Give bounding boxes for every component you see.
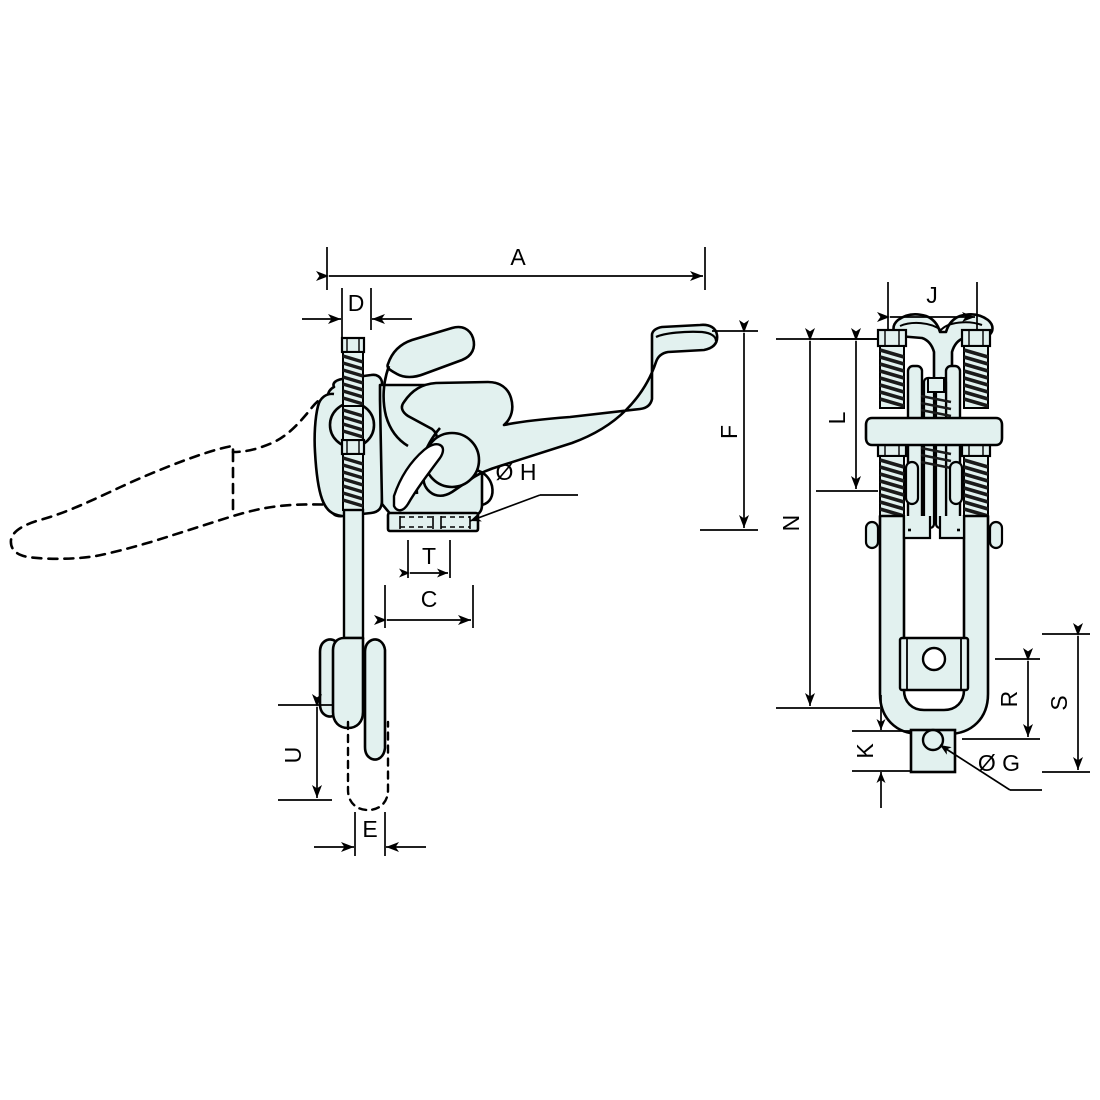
dimension-D: D — [302, 288, 412, 340]
dimension-label-C: C — [421, 586, 438, 612]
dimension-E: E — [314, 812, 426, 856]
dimension-U: U — [278, 694, 332, 801]
dimension-G: Ø G — [939, 744, 1042, 791]
dimension-H: Ø H — [469, 459, 578, 522]
dimension-label-N: N — [778, 515, 804, 532]
side-left-threaded-leg — [876, 328, 908, 519]
right-leg-top-nut — [960, 328, 992, 348]
latch-plate-hole — [921, 646, 947, 672]
spindle-thread-upper — [342, 351, 364, 407]
pivot-boss-right — [948, 460, 964, 506]
side-latch-plate — [898, 636, 970, 692]
dimension-C: C — [374, 585, 474, 628]
left-leg-top-nut — [876, 328, 908, 348]
dimension-F: F — [700, 320, 758, 531]
spindle-lock-nut — [340, 438, 366, 456]
dimension-label-T: T — [422, 543, 436, 569]
right-leg-thread-upper — [963, 348, 989, 408]
dimension-label-K: K — [852, 743, 878, 759]
pivot-boss-left — [904, 460, 920, 506]
spindle-thread-mid — [342, 405, 364, 441]
hook-u-bolt — [318, 636, 390, 812]
side-cross-bar — [864, 416, 1004, 447]
dimension-J: J — [877, 282, 978, 330]
dimension-S: S — [1042, 623, 1090, 773]
dimension-label-E: E — [362, 816, 377, 842]
spindle-top-nut — [340, 336, 366, 354]
side-u-yoke — [864, 514, 1004, 736]
yoke-tab-right — [988, 520, 1004, 550]
side-view: J L N K R — [776, 282, 1090, 808]
dimension-label-R: R — [996, 691, 1022, 708]
spindle-thread-lower — [342, 453, 364, 511]
dimension-label-J: J — [926, 282, 938, 308]
dimension-label-H: Ø H — [496, 459, 537, 485]
dimension-A: A — [316, 244, 706, 290]
side-centre-toggle-stack — [904, 364, 964, 538]
threaded-spindle — [340, 336, 366, 640]
spindle-shank — [342, 508, 365, 640]
hook-tongue-hole — [921, 728, 945, 752]
phantom-open-handle — [9, 393, 340, 561]
left-leg-thread-upper — [879, 348, 905, 408]
dimension-label-G: Ø G — [978, 750, 1020, 776]
dimension-label-A: A — [510, 244, 526, 270]
dimension-T: T — [399, 540, 451, 578]
yoke-tab-left — [864, 520, 880, 550]
dimension-label-S: S — [1046, 695, 1072, 710]
dimension-N: N — [776, 328, 880, 709]
right-leg-thread-lower — [963, 458, 989, 518]
dimension-label-D: D — [348, 290, 365, 316]
left-leg-thread-lower — [879, 458, 905, 518]
dimension-K: K — [852, 695, 912, 808]
dimension-label-L: L — [824, 411, 850, 424]
dimension-label-U: U — [280, 747, 306, 764]
clamp-handle-lever — [382, 323, 719, 512]
front-view: A D F Ø H T — [9, 244, 758, 856]
dimension-R: R — [962, 648, 1040, 740]
dimension-label-F: F — [716, 425, 742, 439]
base-plate — [386, 511, 480, 533]
